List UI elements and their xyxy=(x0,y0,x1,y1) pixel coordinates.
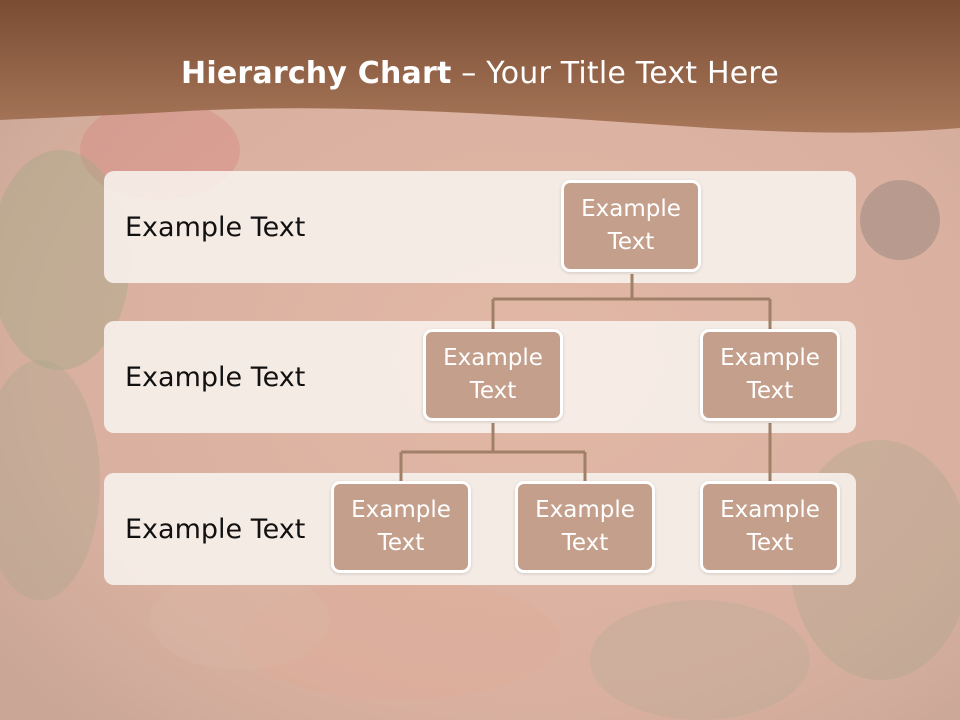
title-bold: Hierarchy Chart xyxy=(181,56,452,91)
row-label-3: Example Text xyxy=(125,513,306,545)
org-node-level2-right[interactable]: Example Text xyxy=(700,329,840,421)
row-label-2: Example Text xyxy=(125,361,306,393)
org-node-level3-left[interactable]: Example Text xyxy=(331,481,471,573)
row-band-1 xyxy=(104,171,856,283)
page-title: Hierarchy Chart – Your Title Text Here xyxy=(0,56,960,91)
org-node-level2-left[interactable]: Example Text xyxy=(423,329,563,421)
org-node-level3-middle[interactable]: Example Text xyxy=(515,481,655,573)
org-node-level3-right[interactable]: Example Text xyxy=(700,481,840,573)
row-label-1: Example Text xyxy=(125,211,306,243)
org-node-root[interactable]: Example Text xyxy=(561,180,701,272)
title-rest: – Your Title Text Here xyxy=(451,56,779,91)
